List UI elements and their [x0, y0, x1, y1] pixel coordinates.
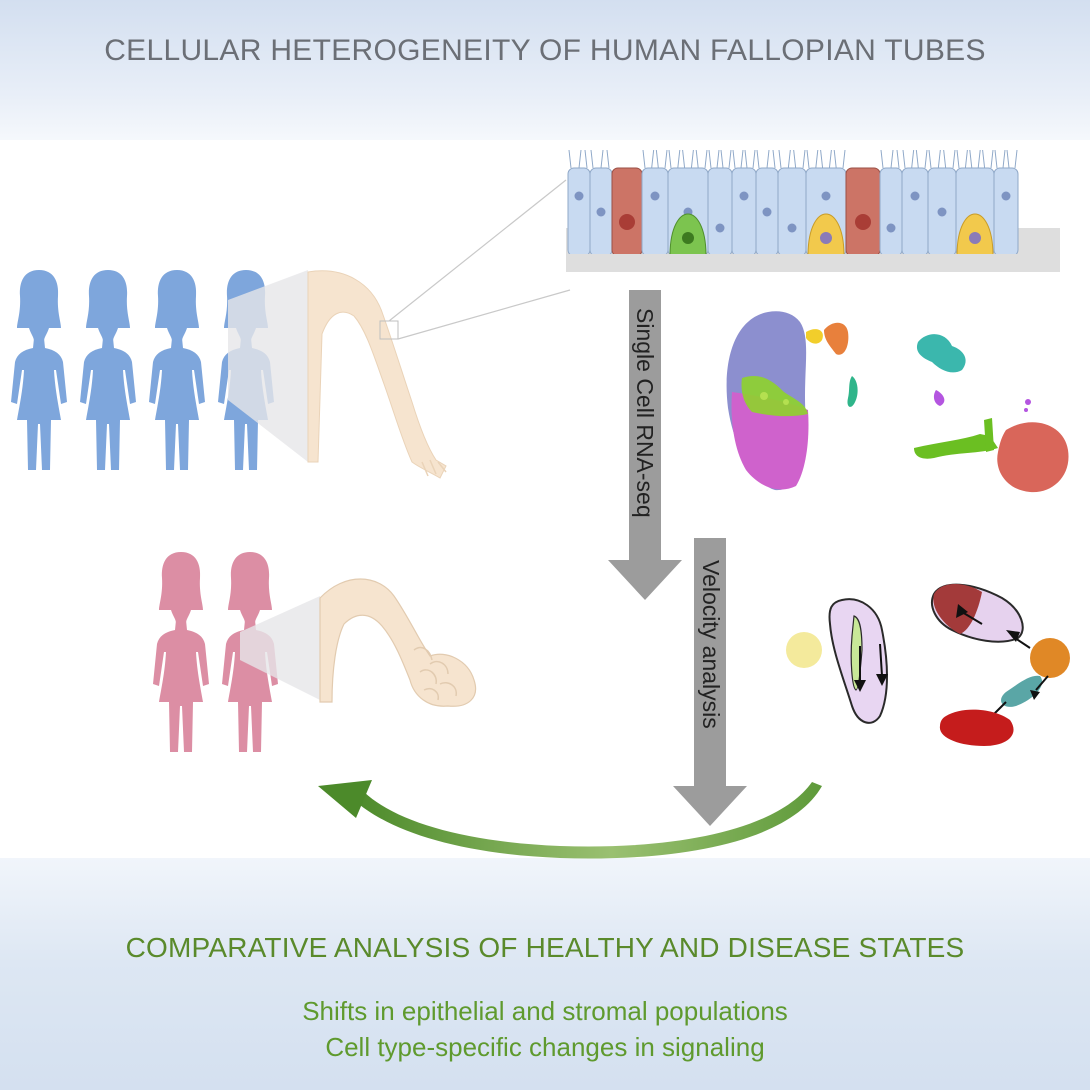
healthy-woman-3: [149, 270, 205, 470]
secretory-cell: [845, 167, 881, 254]
zoom-lines: [388, 179, 571, 340]
ciliated-cell: [731, 167, 757, 254]
rna-seq-step-arrow: Single Cell RNA-seq: [608, 290, 682, 600]
umap-cluster-plot: [726, 311, 1069, 493]
rna-seq-label: Single Cell RNA-seq: [632, 308, 658, 518]
epithelial-cell-layer: [566, 149, 1060, 272]
velocity-label: Velocity analysis: [698, 560, 724, 729]
healthy-woman-2: [80, 270, 136, 470]
velocity-step-arrow: Velocity analysis: [673, 538, 747, 826]
ciliated-cell: [641, 167, 669, 254]
ciliated-cell: [901, 167, 929, 254]
ciliated-cell: [993, 167, 1019, 254]
healthy-fallopian-tube: [228, 270, 447, 479]
finding-1: Shifts in epithelial and stromal populat…: [302, 996, 788, 1026]
header-band: [0, 0, 1090, 140]
finding-2: Cell type-specific changes in signaling: [325, 1032, 765, 1062]
ciliated-cell: [777, 167, 807, 254]
healthy-woman-1: [11, 270, 67, 470]
ciliated-cell: [567, 167, 591, 254]
comparison-return-arrow: [318, 780, 822, 859]
ciliated-cell: [879, 167, 903, 254]
disease-fallopian-tube: [240, 578, 477, 707]
page-title: CELLULAR HETEROGENEITY OF HUMAN FALLOPIA…: [104, 34, 986, 67]
velocity-plot: [786, 583, 1070, 746]
comparison-heading: COMPARATIVE ANALYSIS OF HEALTHY AND DISE…: [125, 932, 965, 963]
footer-band: [0, 858, 1090, 1090]
secretory-cell: [611, 167, 643, 254]
ciliated-cell: [707, 167, 733, 254]
disease-woman-1: [153, 552, 209, 752]
